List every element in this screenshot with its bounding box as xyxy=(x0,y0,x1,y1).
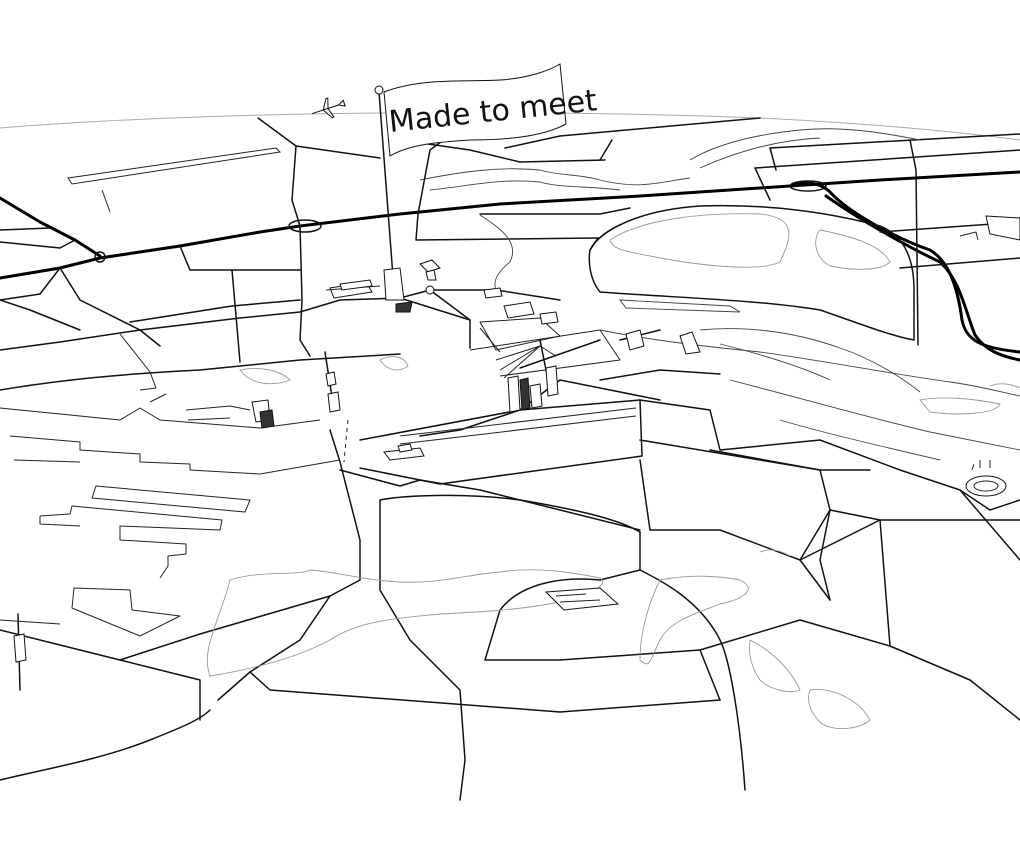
highway-node-west xyxy=(94,251,106,263)
markthal xyxy=(383,267,413,313)
airplane-icon xyxy=(311,97,346,119)
euromast-tower-icon xyxy=(324,351,341,413)
south-roads xyxy=(0,369,1020,801)
erasmus-highrise xyxy=(507,365,559,413)
northern-roads xyxy=(0,117,761,249)
far-district-grid xyxy=(754,133,1020,346)
harbour-building xyxy=(251,399,275,429)
small-buildings-north xyxy=(339,279,503,299)
airport-runway xyxy=(67,147,282,213)
horizon-line xyxy=(0,112,1020,141)
port-tower-icon xyxy=(13,613,27,691)
junction-node xyxy=(425,285,435,295)
kralingen-building xyxy=(959,215,1020,241)
maastunnel xyxy=(343,419,349,463)
kop-van-zuid xyxy=(359,317,643,485)
flag-icon: Made to meet xyxy=(374,63,599,291)
west-harbour-docks xyxy=(0,333,341,637)
feyenoord-stadium-icon xyxy=(965,460,1007,497)
highway-interchange-east-b xyxy=(824,194,1020,362)
river-island xyxy=(588,204,915,341)
ship-icon xyxy=(383,443,425,461)
willems-bridge-icon xyxy=(619,329,701,355)
highway-ring-east xyxy=(789,180,827,192)
ahoy-building xyxy=(544,587,620,611)
river-main xyxy=(599,328,1020,461)
south-parks xyxy=(206,356,871,729)
northeast-building xyxy=(503,301,559,325)
highway-west xyxy=(0,196,102,258)
highway-ring-west xyxy=(288,219,322,233)
highway-a20 xyxy=(0,170,1020,280)
cube-houses xyxy=(419,259,441,281)
erasmus-bridge-icon xyxy=(495,339,601,381)
river-north xyxy=(419,128,921,291)
